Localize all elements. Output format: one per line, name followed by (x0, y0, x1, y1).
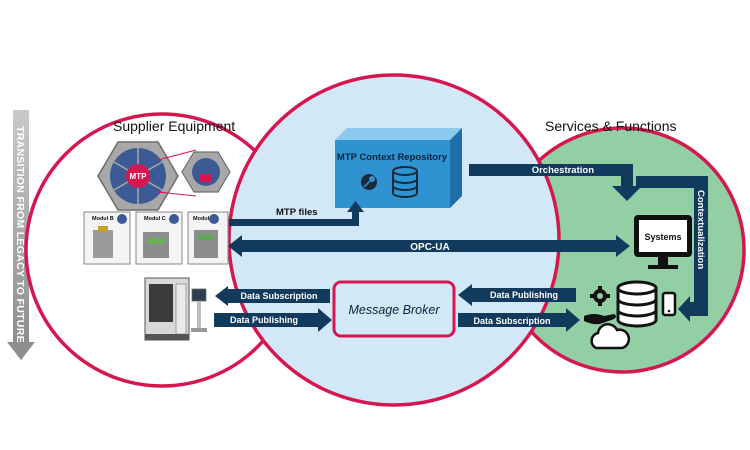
module-c-label: Modul C (144, 216, 166, 222)
steam-icon (361, 174, 377, 190)
module-tile-c: Modul C (135, 211, 183, 265)
machine-image (144, 277, 190, 341)
transition-label: TRANSITION FROM LEGACY TO FUTURE (14, 126, 26, 343)
data-subscription-right-arrow: Data Subscription (458, 308, 580, 332)
supplier-title: Supplier Equipment (113, 118, 235, 134)
cloud-icon (590, 323, 631, 350)
contextualization-label: Contextualization (695, 190, 706, 269)
mtp-files-arrow: MTP files (229, 201, 364, 226)
module-d-label: Modul D (193, 216, 215, 222)
data-subscription-left-label: Data Subscription (240, 291, 317, 301)
data-publishing-right-arrow: Data Publishing (458, 284, 576, 306)
hand-icon (584, 314, 616, 325)
module-b-label: Modul B (92, 216, 114, 222)
opc-ua-label: OPC-UA (410, 242, 449, 253)
orchestration-arrow: Orchestration (469, 164, 642, 201)
mtp-files-label: MTP files (276, 207, 318, 218)
message-broker-box: Message Broker (332, 280, 456, 338)
data-publishing-left-label: Data Publishing (230, 315, 298, 325)
data-subscription-right-label: Data Subscription (473, 316, 550, 326)
mtp-label: MTP (130, 172, 148, 181)
systems-label: Systems (644, 232, 681, 242)
data-subscription-left-arrow: Data Subscription (215, 286, 330, 306)
services-title: Services & Functions (545, 118, 677, 134)
database-icon (392, 166, 418, 198)
orchestration-label: Orchestration (532, 165, 594, 176)
contextualization-arrow: Contextualization (636, 176, 708, 322)
data-publishing-left-arrow: Data Publishing (214, 308, 332, 332)
mtp-hexagon: MTP (97, 141, 231, 211)
repository-title: MTP Context Repository (337, 152, 448, 163)
data-publishing-right-label: Data Publishing (490, 290, 558, 300)
terminal-image (191, 288, 207, 332)
monitor-icon: Systems (634, 215, 692, 269)
phone-icon (661, 291, 677, 317)
module-tile-b: Modul B (83, 211, 131, 265)
message-broker-label: Message Broker (348, 303, 440, 317)
opc-ua-arrow: OPC-UA (228, 235, 630, 257)
gear-icon (590, 286, 610, 306)
large-database-icon (616, 280, 658, 328)
module-tile-d: Modul D (187, 211, 229, 265)
transition-arrow: TRANSITION FROM LEGACY TO FUTURE (7, 110, 35, 360)
repository-cube: MTP Context Repository (335, 128, 462, 208)
